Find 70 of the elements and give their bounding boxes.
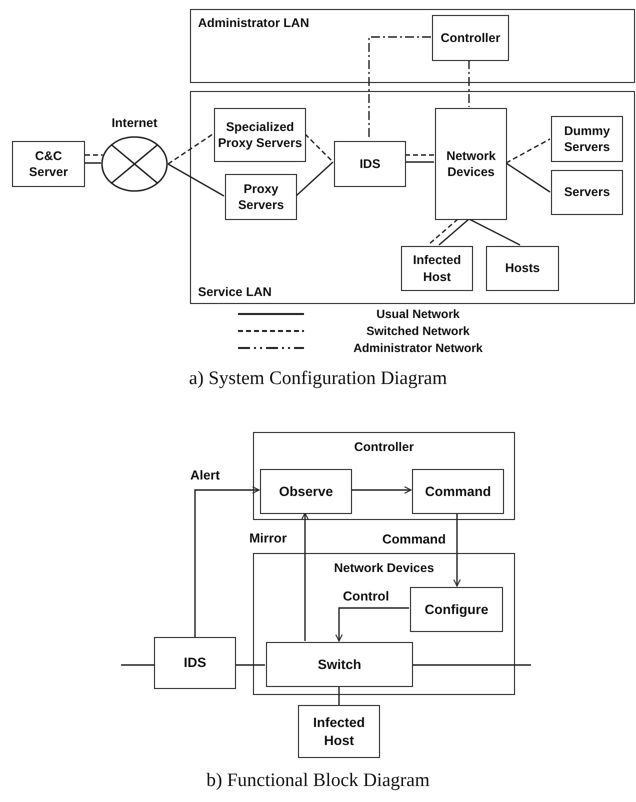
zone-label: Administrator LAN (198, 16, 310, 30)
connector-line (296, 161, 334, 197)
device-box (551, 116, 623, 162)
box-label: Controller (440, 30, 500, 46)
box-label: IDS (184, 654, 206, 672)
box-label: Servers (564, 184, 610, 201)
connector-line (338, 686, 340, 705)
connector-line (351, 486, 412, 494)
zone-label: Network Devices (334, 561, 434, 575)
connector-line (468, 60, 470, 107)
connector-line (438, 218, 470, 246)
connector-line (121, 664, 154, 666)
device-box (266, 642, 413, 687)
box-label: C&C Server (28, 148, 69, 180)
zone-label: Service LAN (198, 285, 272, 299)
device-box (214, 108, 306, 162)
box-label: Infected Host (412, 252, 462, 285)
box-label: Proxy Servers (237, 180, 285, 214)
legend-label: Usual Network (375, 306, 461, 322)
device-box (260, 469, 352, 514)
box-label: Configure (424, 600, 488, 618)
connector-line (368, 36, 431, 140)
zone-box (190, 91, 635, 304)
device-box (410, 587, 503, 632)
connector-line (506, 162, 550, 193)
connector-line (168, 163, 224, 197)
device-box (551, 170, 623, 215)
connector-line (506, 138, 550, 164)
connector-line (412, 664, 531, 666)
connector-line (453, 513, 461, 587)
connector-line (428, 218, 458, 246)
zone-box (253, 553, 515, 695)
connector-line (405, 161, 434, 163)
connector-line (236, 664, 265, 666)
connector-line (301, 512, 309, 641)
box-label: Infected Host (312, 714, 366, 750)
device-box (432, 15, 509, 61)
device-box (412, 469, 504, 514)
device-box (298, 705, 380, 758)
node-label: Internet (112, 116, 158, 130)
connector-line (468, 218, 520, 246)
device-box (334, 141, 406, 187)
box-label: Specialized Proxy Servers (216, 118, 304, 152)
device-box (12, 141, 85, 187)
legend-label: Administrator Network (352, 340, 484, 356)
device-box (401, 246, 473, 291)
figure-caption: a) System Configuration Diagram (188, 368, 448, 390)
device-box (435, 108, 507, 220)
box-label: Hosts (505, 260, 540, 277)
zone-label: Controller (354, 440, 414, 454)
legend-label: Switched Network (365, 323, 471, 339)
connector-line (304, 134, 334, 162)
device-box (225, 174, 297, 220)
connector-line (405, 154, 434, 156)
zone-box (253, 432, 515, 520)
connector-line (335, 607, 409, 642)
connector-line (168, 133, 214, 165)
box-label: IDS (360, 156, 380, 172)
figure-caption: b) Functional Block Diagram (206, 770, 430, 792)
connector-line (85, 154, 103, 156)
box-label: Observe (278, 482, 334, 500)
box-label: Switch (318, 656, 362, 674)
connector-line (85, 162, 102, 164)
box-label: Command (424, 482, 491, 500)
box-label: Dummy Servers (563, 122, 611, 156)
device-box (154, 637, 236, 689)
device-box (486, 246, 559, 291)
connector-line (194, 486, 260, 637)
box-label: Network Devices (445, 148, 497, 180)
zone-box (190, 9, 635, 83)
